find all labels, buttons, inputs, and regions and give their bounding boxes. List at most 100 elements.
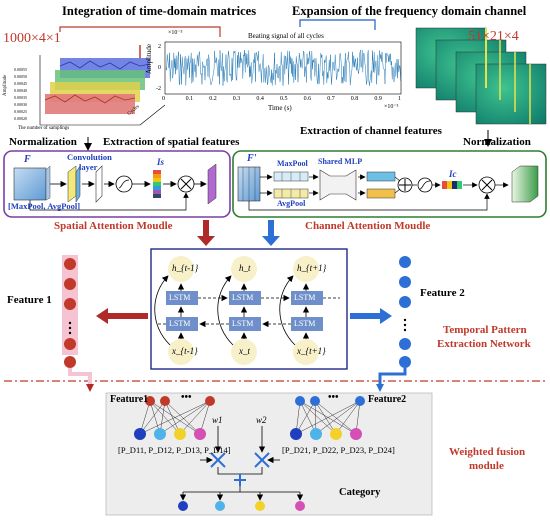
stack-ytick: 0.00025 [14, 109, 27, 114]
lstm-cell-5: LSTM [232, 319, 254, 328]
h-label-0: h_{t-1} [172, 263, 199, 273]
lstm-cell-1: LSTM [169, 293, 191, 302]
h-label-2: h_{t+1} [297, 263, 327, 273]
time-domain-stack [39, 55, 166, 126]
spatial-layer: layer [79, 162, 98, 172]
lstm-cell-6: LSTM [294, 319, 316, 328]
spatial-Is: Is [157, 157, 165, 167]
stack-ytick: 0.00020 [14, 116, 27, 121]
stack-ytick: 0.00040 [14, 88, 27, 93]
channel-F: F' [247, 153, 257, 164]
plot-xtick: 0.7 [327, 96, 335, 102]
plot-xtick: 0.6 [303, 96, 312, 102]
fusion-feature1: Feature1 [110, 394, 149, 405]
channel-internals [237, 165, 539, 211]
time-bracket-left [59, 26, 142, 32]
fusion-network [134, 396, 365, 511]
spatial-to-temporal-arrow [197, 220, 215, 246]
plot-yexp: ×10⁻⁵ [168, 30, 183, 36]
channel-title: Channel Attention Moudle [305, 220, 431, 232]
plot-xtick: 0.5 [280, 96, 288, 102]
fusion-w1: w1 [212, 415, 223, 425]
feature2-label: Feature 2 [420, 287, 465, 299]
to-feature2-arrow [350, 308, 392, 324]
stack-ytick: 0.00050 [14, 74, 27, 79]
x-label-0: x_{t-1} [172, 346, 198, 356]
fusion-w2: w2 [256, 415, 267, 425]
stack-ytick: 0.00055 [14, 67, 27, 72]
plot-xtick: 0 [162, 96, 165, 102]
fusion-title-2: module [469, 460, 504, 472]
feature1-column [62, 255, 78, 368]
plot-ytick-0: 2 [158, 44, 161, 50]
lstm-cell-2: LSTM [232, 293, 254, 302]
freq-title: Expansion of the frequency domain channe… [292, 4, 527, 18]
channel-extraction: Extraction of channel features [300, 125, 442, 137]
spatial-pool: [MaxPool, AvgPool] [8, 201, 81, 211]
channel-Ic: Ic [449, 169, 457, 179]
plot-ytick-2: -2 [156, 86, 161, 92]
plot-title: Beating signal of all cycles [248, 32, 324, 40]
fusion-p2: [P_D21, P_D22, P_D23, P_D24] [282, 445, 395, 455]
beating-signal-trace [165, 49, 401, 86]
time-bracket-right [142, 26, 221, 37]
plot-xtick: 1 [398, 96, 401, 102]
time-title: Integration of time-domain matrices [62, 4, 257, 18]
spatial-conv: Convolution [67, 152, 112, 162]
network-label-2: Extraction Network [437, 338, 531, 350]
fusion-title-1: Weighted fusion [449, 446, 526, 458]
stack-ytick: 0.00045 [14, 81, 27, 86]
plot-xtick: 0.3 [232, 96, 241, 102]
freq-bracket [299, 19, 376, 30]
channel-module-box [232, 150, 547, 218]
plot-xtick: 0.9 [374, 96, 382, 102]
plot-xtick: 0.1 [185, 96, 194, 102]
feature1-label: Feature 1 [7, 294, 52, 306]
feature1-down-pink [68, 368, 92, 386]
channel-mlp: Shared MLP [318, 157, 363, 166]
plot-xexp: ×10⁻³ [384, 104, 399, 110]
spatial-normalization: Normalization [9, 136, 77, 148]
channel-to-temporal-arrow [262, 220, 280, 246]
lstm-grid [154, 256, 340, 365]
stack-xlabel: The number of samplings [18, 126, 70, 131]
fusion-p1: [P_D11, P_D12, P_D13, P_D14] [118, 445, 231, 455]
plot-xlabel: Time (s) [268, 104, 292, 112]
plot-ytick-1: 0 [158, 65, 161, 71]
fusion-category: Category [339, 487, 381, 498]
feature1-down-tip [86, 384, 94, 392]
to-feature1-arrow [96, 308, 148, 324]
spatial-F: F [24, 154, 31, 165]
temporal-box [150, 248, 348, 370]
stack-ytick: 0.00035 [14, 95, 27, 100]
fusion-feature2: Feature2 [368, 394, 407, 405]
channel-maxpool: MaxPool [277, 159, 308, 168]
x-label-1: x_t [239, 346, 250, 356]
spatial-title: Spatial Attention Moudle [54, 220, 173, 232]
plot-ylabel: Amplitude [145, 44, 153, 74]
feature2-down-tip [376, 384, 384, 392]
lstm-cell-3: LSTM [294, 293, 316, 302]
h-label-1: h_t [239, 263, 251, 273]
plot-xtick: 0.4 [256, 96, 264, 102]
plot-xtick: 0.8 [350, 96, 359, 102]
lstm-cell-4: LSTM [169, 319, 191, 328]
spatial-internals [13, 163, 217, 211]
fusion-ellipsis-2: ••• [328, 392, 339, 403]
spatial-extraction: Extraction of spatial features [103, 136, 240, 148]
x-label-2: x_{t+1} [297, 346, 326, 356]
time-dim: 1000×4×1 [3, 31, 61, 46]
stack-ytick: 0.00030 [14, 102, 27, 107]
fusion-ellipsis-1: ••• [181, 392, 192, 403]
plot-xtick: 0.2 [209, 96, 217, 102]
feature2-down-line [378, 368, 407, 386]
channel-normalization: Normalization [463, 136, 531, 148]
beating-signal-plot [164, 41, 402, 95]
spatial-module-box [3, 150, 231, 218]
network-label-1: Temporal Pattern [443, 324, 527, 336]
channel-avgpool: AvgPool [277, 199, 306, 208]
feature2-column [399, 256, 411, 368]
stack-ylabel: Amplitude [3, 74, 8, 96]
